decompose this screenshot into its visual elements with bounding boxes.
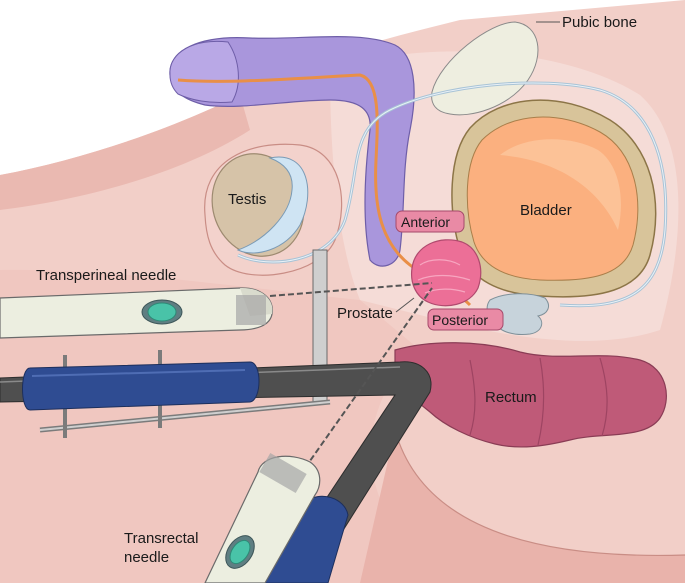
testis-label: Testis: [228, 191, 266, 208]
epididymis: [236, 156, 309, 254]
anterior-label: Anterior: [401, 214, 450, 230]
transrectal-needle-button: [229, 539, 251, 565]
probe-handle: [22, 361, 260, 411]
pubic-bone: [431, 21, 539, 116]
transrectal-needle: [204, 452, 321, 583]
transperineal-needle: [0, 287, 273, 339]
buttock-curve: [360, 430, 685, 583]
rectum: [394, 342, 667, 448]
transperineal-needle-button: [147, 302, 177, 322]
pubic-bone-label: Pubic bone: [562, 14, 637, 31]
prostate-label: Prostate: [337, 305, 393, 322]
transrectal-needle-shaft: [299, 287, 433, 476]
transrectal-needle-label-line1: Transrectal: [124, 530, 198, 547]
glans: [169, 40, 239, 103]
rectum-label: Rectum: [485, 389, 537, 406]
transperineal-needle-label: Transperineal needle: [36, 267, 176, 284]
posterior-label: Posterior: [432, 312, 488, 328]
transperineal-needle-shaft: [269, 282, 433, 297]
posterior-tag: Posterior: [427, 308, 504, 331]
transrectal-needle-label-line2: needle: [124, 549, 169, 566]
anterior-tag: Anterior: [395, 210, 465, 233]
upper-skin-fold: [0, 95, 250, 210]
bladder-label: Bladder: [520, 202, 572, 219]
prostate: [410, 239, 482, 307]
